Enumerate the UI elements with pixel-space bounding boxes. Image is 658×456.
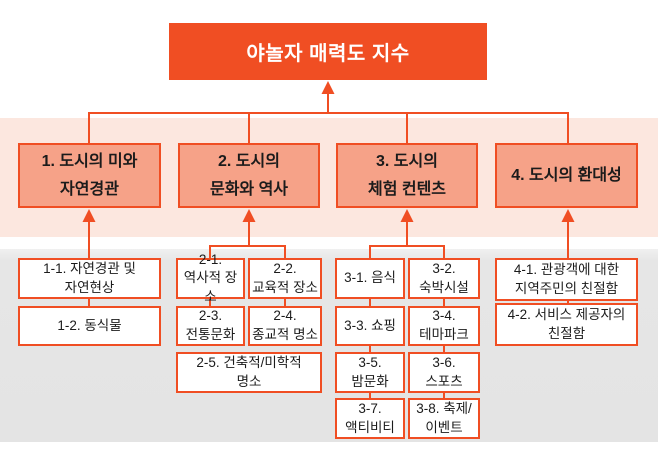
node-3-4: 3-4. 테마파크	[408, 306, 480, 346]
node-2-3: 2-3. 전통문화	[176, 306, 245, 346]
node-category-3: 3. 도시의 체험 컨텐츠	[336, 143, 478, 208]
node-4-1: 4-1. 관광객에 대한 지역주민의 친절함	[495, 258, 638, 301]
node-1-2: 1-2. 동식물	[18, 306, 161, 346]
node-category-4: 4. 도시의 환대성	[495, 143, 638, 208]
node-2-5: 2-5. 건축적/미학적 명소	[176, 352, 322, 393]
node-category-1: 1. 도시의 미와 자연경관	[18, 143, 161, 208]
node-3-3: 3-3. 쇼핑	[335, 306, 405, 346]
root-title-label: 야놀자 매력도 지수	[246, 43, 410, 65]
node-1-1: 1-1. 자연경관 및 자연현상	[18, 258, 161, 299]
root-title-box: 야놀자 매력도 지수	[169, 23, 487, 80]
node-2-2: 2-2. 교육적 장소	[248, 258, 322, 299]
node-2-1: 2-1. 역사적 장소	[176, 252, 245, 304]
node-category-2: 2. 도시의 문화와 역사	[178, 143, 320, 208]
node-3-5: 3-5. 밤문화	[335, 352, 405, 393]
node-3-1: 3-1. 음식	[335, 258, 405, 299]
node-3-8: 3-8. 축제/ 이벤트	[408, 398, 480, 439]
node-3-2: 3-2. 숙박시설	[408, 258, 480, 299]
node-2-4: 2-4. 종교적 명소	[248, 306, 322, 346]
node-3-7: 3-7. 액티비티	[335, 398, 405, 439]
node-3-6: 3-6. 스포츠	[408, 352, 480, 393]
node-4-2: 4-2. 서비스 제공자의 친절함	[495, 303, 638, 346]
